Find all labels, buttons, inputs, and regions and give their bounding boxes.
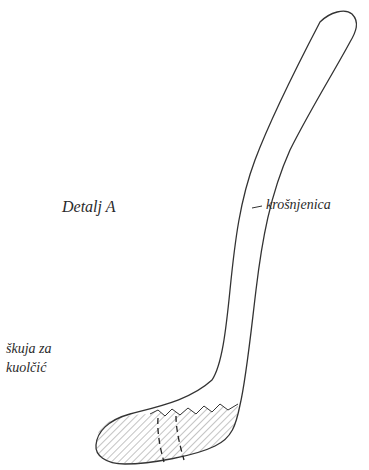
hatched-foot <box>80 395 250 470</box>
hidden-hole-lines <box>158 416 184 462</box>
zigzag-break-line <box>150 404 238 416</box>
detail-label: Detalj A <box>62 196 172 218</box>
part-label: škuja za kuolčić <box>6 340 78 378</box>
part-label: krošnjenica <box>266 196 366 215</box>
stick-outline <box>96 11 357 464</box>
leader-line <box>252 206 262 208</box>
